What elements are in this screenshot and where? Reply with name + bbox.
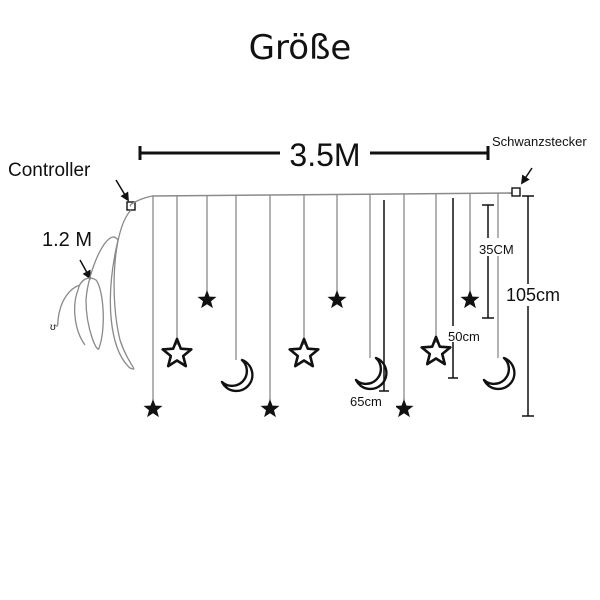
pendant-strand <box>354 194 388 391</box>
tail-plug-arrow <box>521 167 533 185</box>
pendant-strand <box>394 193 414 418</box>
moon-icon <box>354 356 388 391</box>
width-label: 3.5M <box>289 137 360 173</box>
dim-50-label: 50cm <box>448 329 480 344</box>
star-filled-icon <box>327 290 347 309</box>
tail-plug-label: Schwanzstecker <box>492 134 587 149</box>
star-outline-icon <box>288 337 320 368</box>
power-cable <box>54 195 153 370</box>
star-filled-icon <box>260 399 280 418</box>
pendant-strand <box>143 196 163 418</box>
moon-icon <box>482 356 516 391</box>
moon-icon <box>220 358 254 393</box>
pendant-strand <box>460 193 480 309</box>
dimension-35: 35CM <box>478 204 516 319</box>
tail-plug-box <box>511 187 521 197</box>
height-label: 105cm <box>506 285 560 305</box>
dimension-50: 50cm <box>446 198 490 379</box>
pendant-strand <box>260 195 280 418</box>
star-filled-icon <box>460 290 480 309</box>
pendant-strand <box>220 195 254 393</box>
star-filled-icon <box>143 399 163 418</box>
dimension-105: 105cm <box>506 195 572 417</box>
pendant-strands <box>143 193 516 418</box>
plug-symbol: ʊ <box>50 322 56 333</box>
controller-arrow <box>115 179 129 202</box>
pendant-strand <box>420 193 452 366</box>
dim-35-label: 35CM <box>479 242 514 257</box>
cable-length-label: 1.2 M <box>42 229 92 251</box>
pendant-strand <box>288 194 320 368</box>
cable-arrow <box>79 259 91 280</box>
star-filled-icon <box>197 290 217 309</box>
top-wire <box>151 192 515 197</box>
controller-label: Controller <box>8 160 91 181</box>
star-outline-icon <box>161 337 193 368</box>
pendant-strand <box>197 195 217 309</box>
pendant-strand <box>482 193 516 391</box>
dim-65-label: 65cm <box>350 394 382 409</box>
star-outline-icon <box>420 335 452 366</box>
pendant-strand <box>327 194 347 309</box>
pendant-strand <box>161 195 193 368</box>
width-dimension: 3.5M <box>138 137 490 173</box>
page-title: Größe <box>248 28 352 68</box>
star-filled-icon <box>394 399 414 418</box>
dimension-65: 65cm <box>348 200 396 409</box>
